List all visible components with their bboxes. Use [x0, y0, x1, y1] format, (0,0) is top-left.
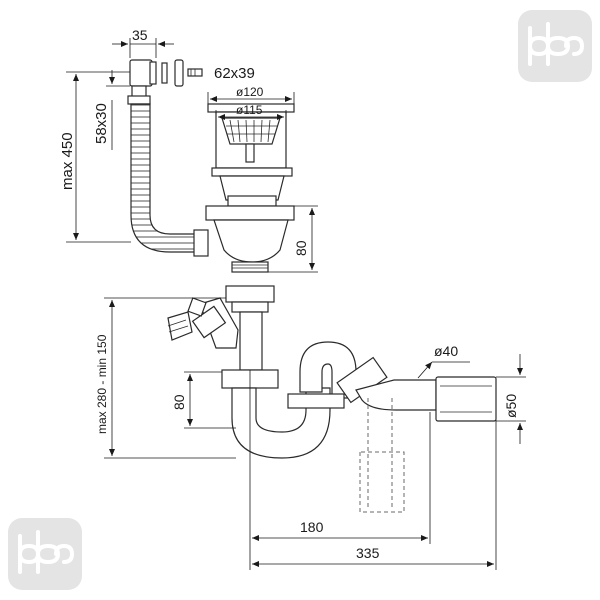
dim-offset-long: 335 — [356, 545, 380, 561]
overflow-hose — [130, 103, 209, 257]
dim-max-height: max 450 — [59, 132, 76, 190]
outlet-connector — [336, 356, 497, 513]
dim-basket-height: 80 — [293, 240, 309, 256]
logo-top-right — [518, 10, 592, 82]
overflow-assembly — [127, 59, 203, 105]
dim-hose-joint: 58x30 — [93, 103, 110, 144]
dimension-labels: 35 62x39 max 450 58x30 ø120 ø115 80 max … — [59, 27, 519, 561]
dim-outlet-pipe: ø40 — [434, 343, 458, 359]
logo-bottom-left — [8, 518, 82, 590]
dim-outlet-socket: ø50 — [503, 394, 519, 418]
dimension-lines — [66, 38, 526, 570]
brand-mark-icon — [18, 530, 74, 574]
dim-offset-short: 180 — [300, 519, 324, 535]
dim-trap-range: max 280 - min 150 — [95, 334, 109, 434]
strainer-basket — [205, 103, 295, 273]
siphon-trap — [167, 285, 357, 459]
brand-mark-icon — [528, 22, 584, 66]
dim-overflow-plate: 62x39 — [214, 65, 255, 82]
dim-outer-diameter: ø120 — [236, 85, 264, 99]
dim-inner-diameter: ø115 — [236, 103, 263, 117]
dim-trap-height: 80 — [171, 394, 187, 410]
dim-overflow-width: 35 — [132, 27, 148, 43]
